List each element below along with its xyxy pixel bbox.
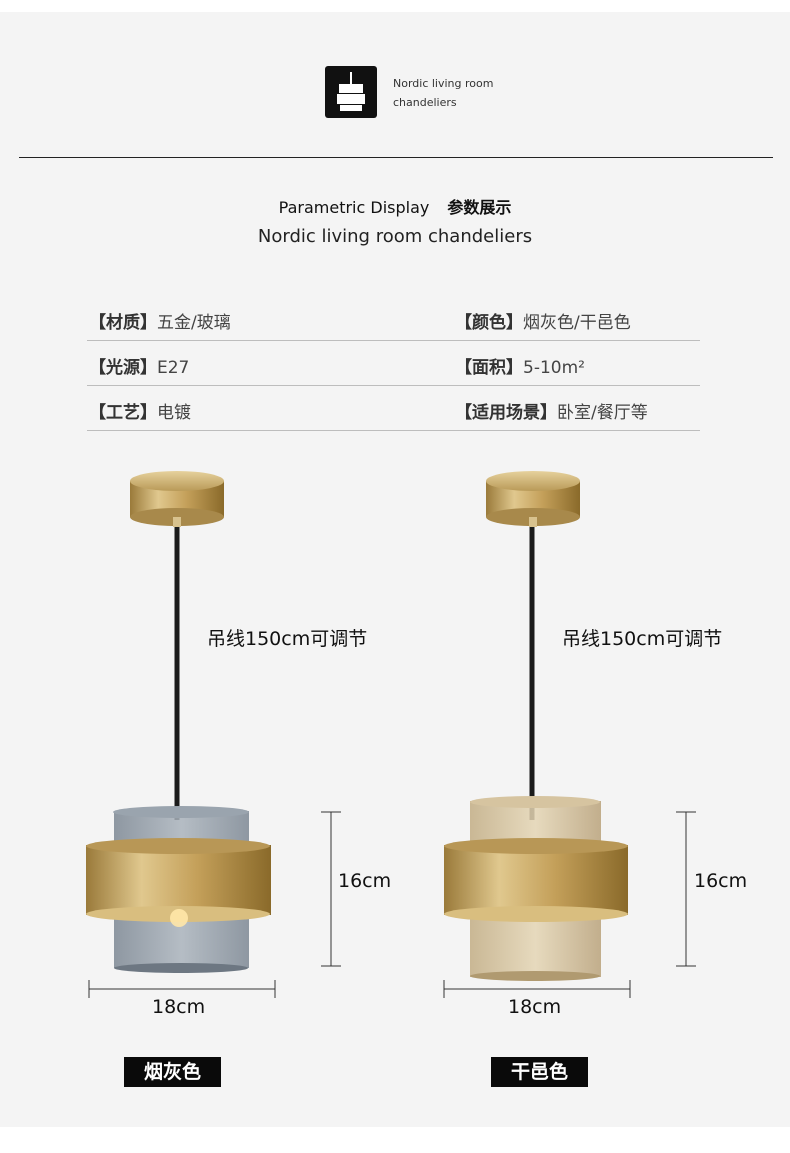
section-title: Parametric Display 参数展示 xyxy=(0,194,790,218)
dimension-lines-right xyxy=(443,811,696,998)
spec-row: 【光源】E27 【面积】5-10m² xyxy=(87,341,700,386)
spec-row: 【工艺】电镀 【适用场景】卧室/餐厅等 xyxy=(87,386,700,431)
spec-key: 【材质】 xyxy=(89,313,157,333)
section-subtitle: Nordic living room chandeliers xyxy=(257,226,533,247)
pendant-lamp-icon xyxy=(337,72,365,111)
spec-key: 【光源】 xyxy=(89,358,157,378)
section-title-cn: 参数展示 xyxy=(447,198,512,217)
logo-line-2: chandeliers xyxy=(393,96,457,109)
logo-text: Nordic living room chandeliers xyxy=(393,74,493,112)
color-name-cognac: 干邑色 xyxy=(491,1057,588,1087)
lamp-smoke-grey xyxy=(86,471,271,973)
spec-key: 【颜色】 xyxy=(455,313,523,333)
spec-value: 卧室/餐厅等 xyxy=(557,403,648,423)
width-dimension: 18cm xyxy=(152,996,206,1018)
spec-value: 电镀 xyxy=(157,403,191,423)
dimension-lines-left xyxy=(88,811,341,998)
brass-band xyxy=(444,845,628,915)
cable-length-label: 吊线150cm可调节 xyxy=(562,628,723,650)
lamp-cognac xyxy=(444,471,628,981)
cable-length-label: 吊线150cm可调节 xyxy=(207,628,368,650)
logo xyxy=(325,66,377,118)
spec-key: 【适用场景】 xyxy=(455,403,557,423)
section-title-en: Parametric Display xyxy=(278,198,430,217)
spec-value: 五金/玻璃 xyxy=(157,313,231,333)
header-divider xyxy=(19,157,773,158)
color-name-smoke-grey: 烟灰色 xyxy=(124,1057,221,1087)
spec-value: 5-10m² xyxy=(523,358,585,378)
width-dimension: 18cm xyxy=(508,996,562,1018)
height-dimension: 16cm xyxy=(694,870,748,892)
spec-key: 【面积】 xyxy=(455,358,523,378)
spec-value: 烟灰色/干邑色 xyxy=(523,313,631,333)
spec-key: 【工艺】 xyxy=(89,403,157,423)
brass-band xyxy=(86,845,271,915)
spec-row: 【材质】五金/玻璃 【颜色】烟灰色/干邑色 xyxy=(87,296,700,341)
spec-value: E27 xyxy=(157,358,190,378)
light-bulb-glow xyxy=(170,909,188,927)
height-dimension: 16cm xyxy=(338,870,392,892)
logo-line-1: Nordic living room xyxy=(393,77,494,90)
